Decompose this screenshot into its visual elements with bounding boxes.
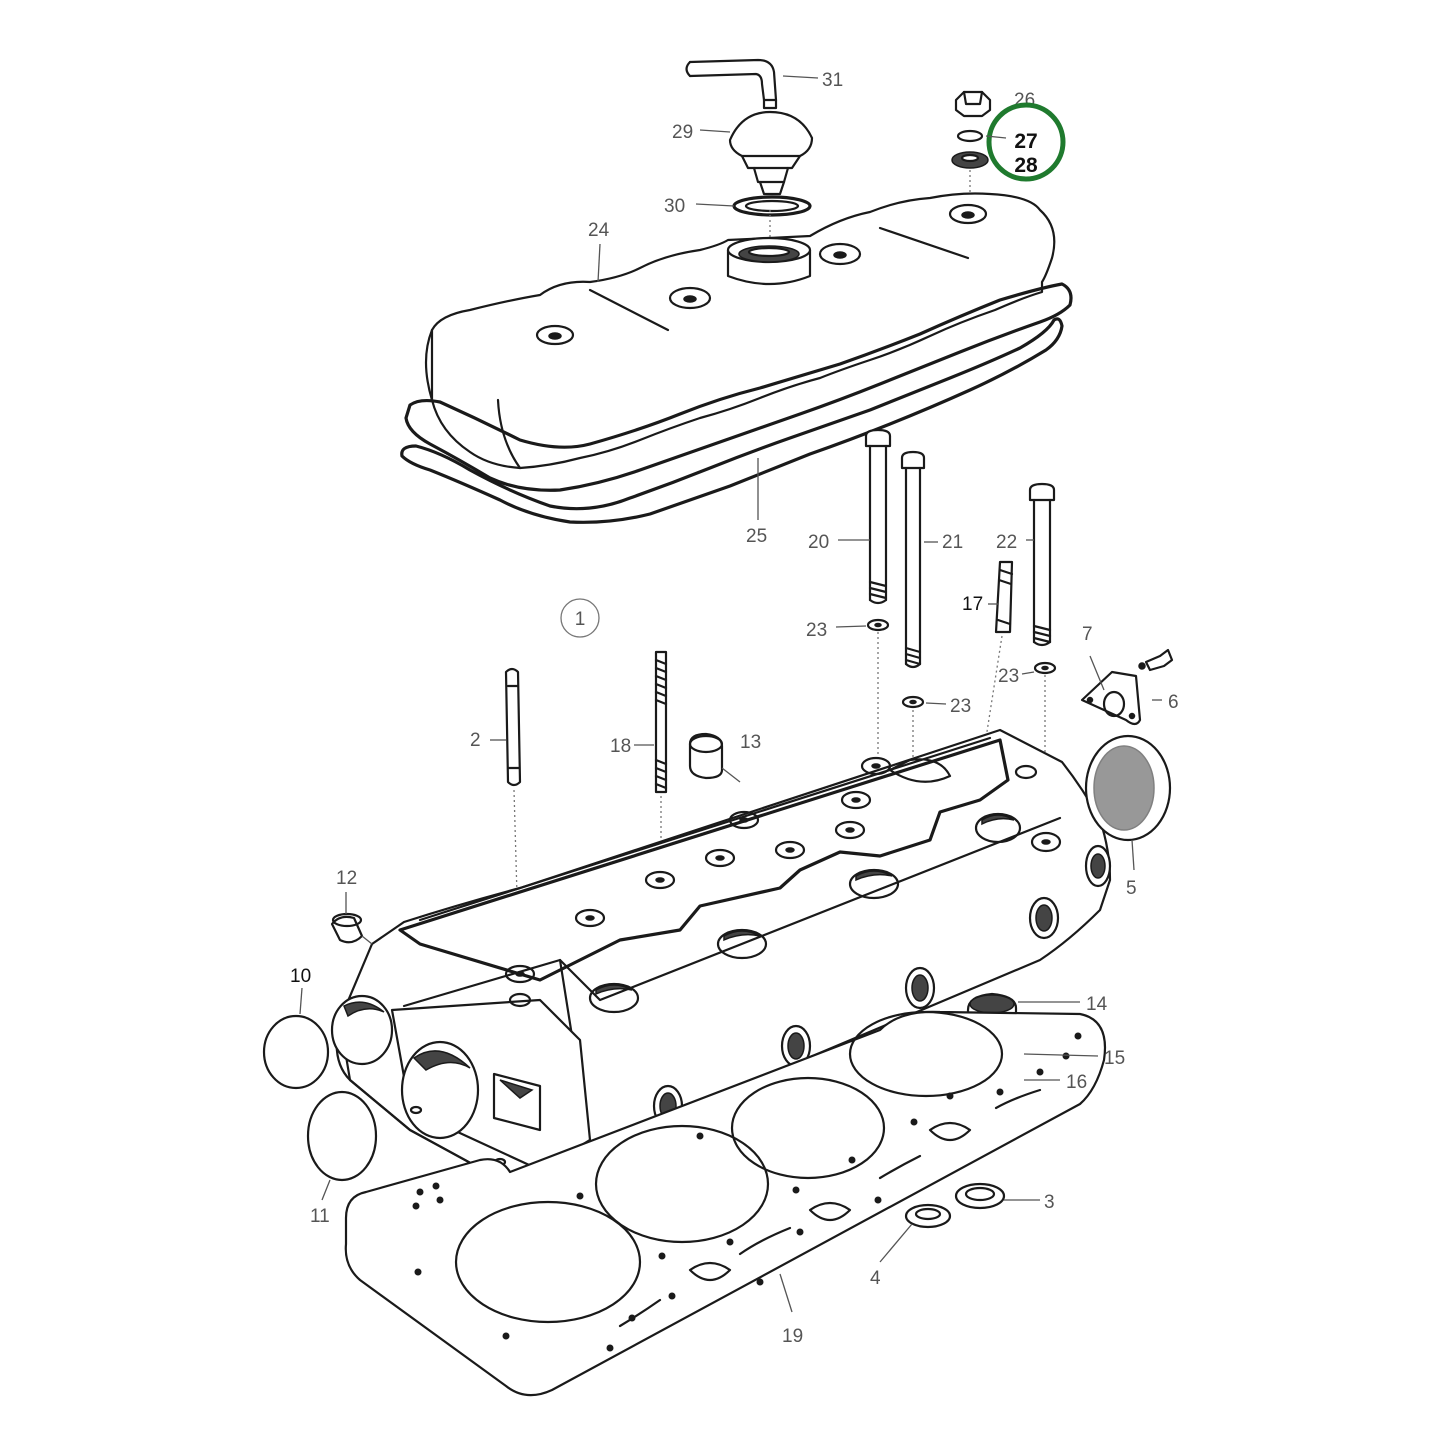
head-bolt-22 [1028,482,1056,647]
callout-4: 4 [870,1268,881,1289]
callout-10: 10 [290,966,311,987]
cover-nut [954,90,992,118]
callout-2: 2 [470,730,481,751]
callout-29: 29 [672,122,693,143]
screw-6 [1138,648,1174,672]
callout-7: 7 [1082,624,1093,645]
callout-21: 21 [942,532,963,553]
callout-15: 15 [1104,1048,1125,1069]
seal-ring-3 [954,1182,1006,1210]
breather-hose [685,58,778,110]
cover-washer-27 [956,129,984,143]
cylinder-head [330,728,1112,1192]
plug-11 [306,1090,378,1182]
callout-23-middle: 23 [950,696,971,717]
bush-12 [330,912,364,944]
callout-13: 13 [740,732,761,753]
cover-plate-5 [1084,734,1172,842]
callout-19: 19 [782,1326,803,1347]
rocker-cover [424,192,1056,470]
callout-18: 18 [610,736,631,757]
seal-ring-4 [904,1203,952,1229]
dowel-2 [504,667,522,787]
plug-10 [262,1014,330,1090]
group-label: 1 [575,609,586,630]
group-marker: 1 [560,598,600,638]
bolt-washers-23 [866,618,1057,709]
callout-31: 31 [822,70,843,91]
callout-17: 17 [962,594,983,615]
callout-3: 3 [1044,1192,1055,1213]
callout-12: 12 [336,868,357,889]
callout-22: 22 [996,532,1017,553]
oil-filler-cap [728,110,814,196]
callout-27: 27 [1014,130,1037,153]
callout-28: 28 [1014,154,1038,177]
callout-23-right: 23 [998,666,1019,687]
callout-30: 30 [664,196,685,217]
callout-24: 24 [588,220,610,241]
stud-17 [994,560,1014,634]
callout-5: 5 [1126,878,1137,899]
callout-25: 25 [746,526,767,547]
head-bolt-21 [900,450,926,669]
rocker-cover-gasket [400,282,1073,524]
callout-16: 16 [1066,1072,1087,1093]
callout-6: 6 [1168,692,1179,713]
callout-11: 11 [310,1206,330,1227]
cover-seal-28 [951,151,989,169]
filler-gasket-ring [732,195,812,217]
plug-13 [688,732,724,780]
callout-14: 14 [1086,994,1108,1015]
callout-23-left: 23 [806,620,827,641]
bracket-7 [1080,670,1142,726]
head-bolt-20 [864,428,892,605]
callout-leaders [299,75,1162,1313]
highlight-callout-27-28: 27 28 [985,102,1066,182]
callout-20: 20 [808,532,829,553]
head-gasket [344,1010,1106,1397]
stud-18 [654,650,668,794]
